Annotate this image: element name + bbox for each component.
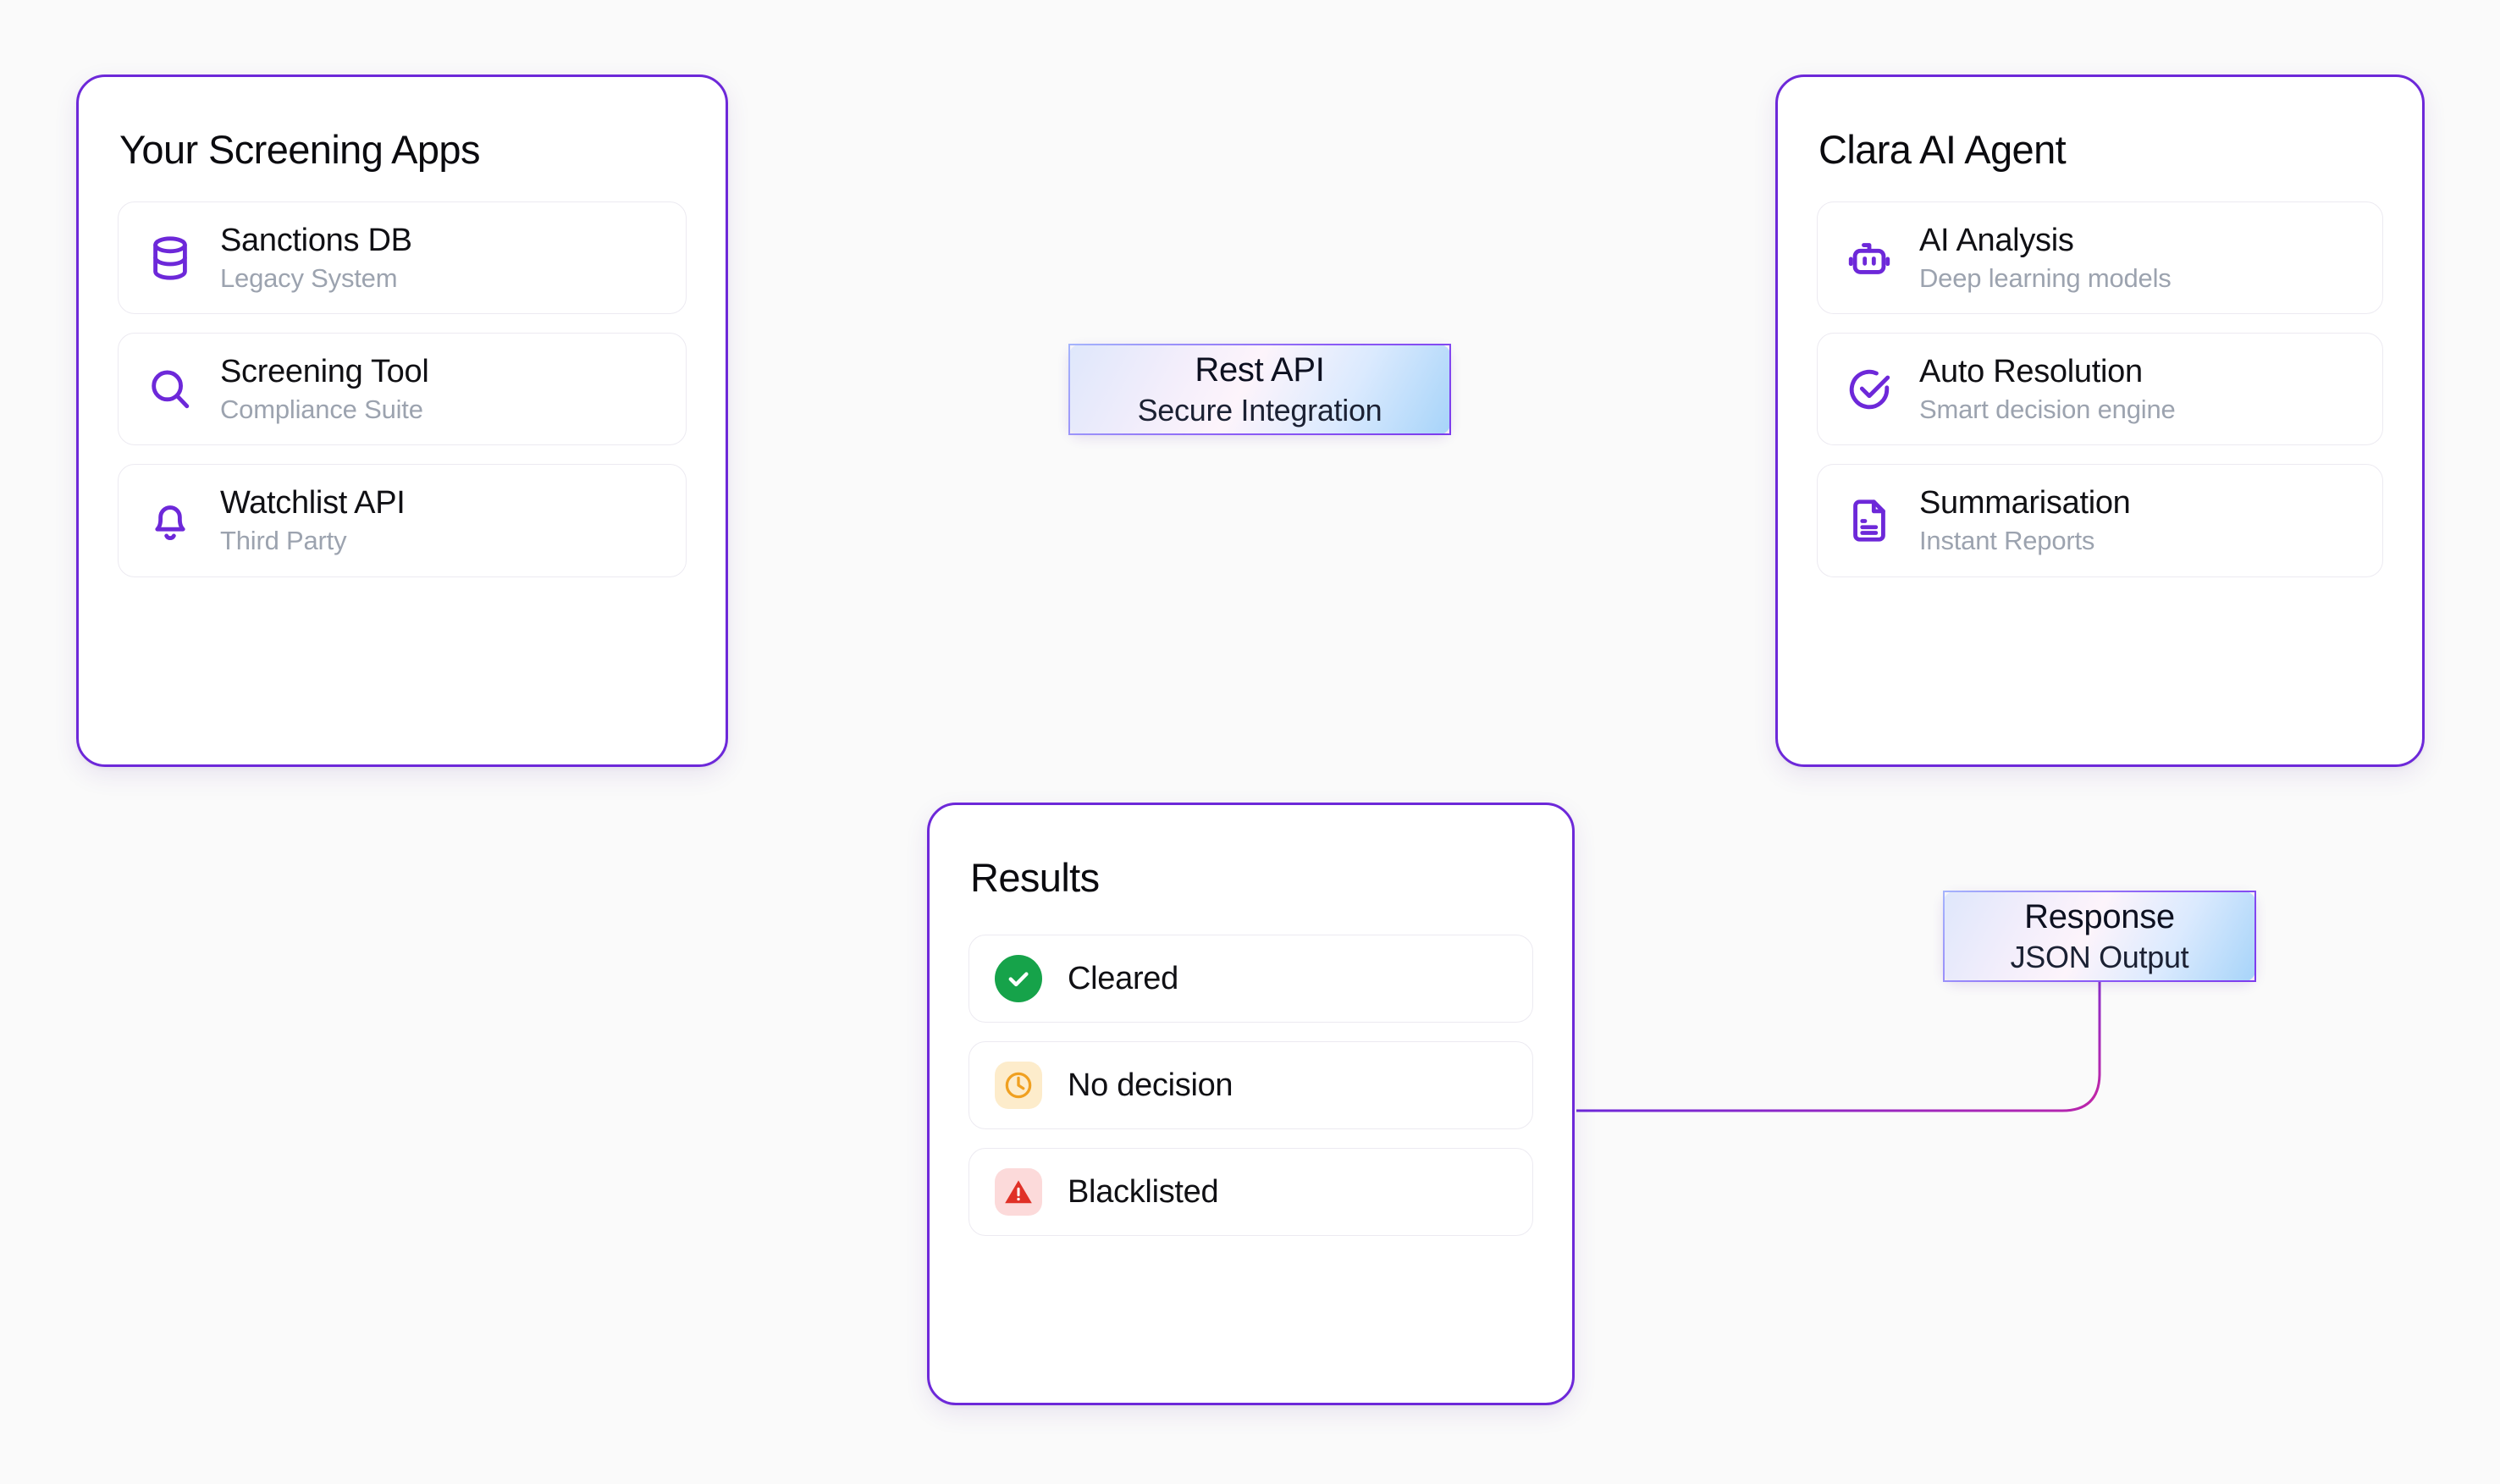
chip-response[interactable]: Response JSON Output <box>1943 891 2256 982</box>
list-item-title: Screening Tool <box>220 354 429 390</box>
list-item-blacklisted[interactable]: Blacklisted <box>969 1148 1533 1236</box>
result-label: No decision <box>1068 1067 1233 1103</box>
list-item-ai-analysis[interactable]: AI Analysis Deep learning models <box>1817 201 2383 315</box>
list-item-subtitle: Third Party <box>220 525 347 555</box>
list-item-text: Auto Resolution Smart decision engine <box>1919 354 2176 424</box>
chip-subtitle: Secure Integration <box>1137 392 1382 428</box>
result-label: Cleared <box>1068 960 1178 996</box>
list-item-text: Sanctions DB Legacy System <box>220 223 412 293</box>
list-item-subtitle: Instant Reports <box>1919 525 2095 555</box>
list-item-subtitle: Compliance Suite <box>220 394 423 424</box>
list-item-title: Sanctions DB <box>220 223 412 258</box>
check-circle-icon <box>1843 363 1896 416</box>
screening-app-list: Sanctions DB Legacy System Screening Too… <box>118 201 687 577</box>
list-item-auto-resolution[interactable]: Auto Resolution Smart decision engine <box>1817 333 2383 446</box>
list-item-watchlist-api[interactable]: Watchlist API Third Party <box>118 464 687 577</box>
document-text-icon <box>1843 494 1896 547</box>
panel-results: Results Cleared No decision <box>927 803 1575 1405</box>
list-item-subtitle: Deep learning models <box>1919 262 2172 293</box>
list-item-text: Watchlist API Third Party <box>220 485 406 555</box>
list-item-text: AI Analysis Deep learning models <box>1919 223 2172 293</box>
panel-clara-ai-agent: Clara AI Agent AI Analysis Deep learnin <box>1775 74 2425 767</box>
chip-title: Response <box>2024 897 2175 935</box>
list-item-screening-tool[interactable]: Screening Tool Compliance Suite <box>118 333 687 446</box>
bell-icon <box>144 494 196 547</box>
panel-title-results: Results <box>970 855 1100 900</box>
clock-icon <box>995 1062 1042 1109</box>
list-item-text: Screening Tool Compliance Suite <box>220 354 429 424</box>
check-circle-filled-icon <box>995 955 1042 1002</box>
panel-your-screening-apps: Your Screening Apps Sanctions DB Legacy … <box>76 74 728 767</box>
list-item-title: Summarisation <box>1919 485 2131 521</box>
list-item-no-decision[interactable]: No decision <box>969 1041 1533 1129</box>
panel-title-clara: Clara AI Agent <box>1818 127 2067 172</box>
results-list: Cleared No decision <box>969 935 1533 1236</box>
chip-rest-api[interactable]: Rest API Secure Integration <box>1068 344 1451 435</box>
list-item-title: Watchlist API <box>220 485 406 521</box>
clara-capability-list: AI Analysis Deep learning models Auto Re… <box>1817 201 2383 577</box>
list-item-summarisation[interactable]: Summarisation Instant Reports <box>1817 464 2383 577</box>
warning-triangle-icon <box>995 1168 1042 1216</box>
list-item-cleared[interactable]: Cleared <box>969 935 1533 1023</box>
list-item-subtitle: Smart decision engine <box>1919 394 2176 424</box>
result-label: Blacklisted <box>1068 1173 1219 1210</box>
list-item-text: Summarisation Instant Reports <box>1919 485 2131 555</box>
panel-title-screening: Your Screening Apps <box>119 127 480 172</box>
list-item-title: Auto Resolution <box>1919 354 2143 390</box>
list-item-sanctions-db[interactable]: Sanctions DB Legacy System <box>118 201 687 315</box>
chip-title: Rest API <box>1195 350 1325 389</box>
search-icon <box>144 363 196 416</box>
list-item-title: AI Analysis <box>1919 223 2074 258</box>
list-item-subtitle: Legacy System <box>220 262 398 293</box>
robot-icon <box>1843 232 1896 284</box>
chip-subtitle: JSON Output <box>2010 939 2189 974</box>
database-icon <box>144 232 196 284</box>
connector-response-to-results <box>1576 980 2101 1112</box>
